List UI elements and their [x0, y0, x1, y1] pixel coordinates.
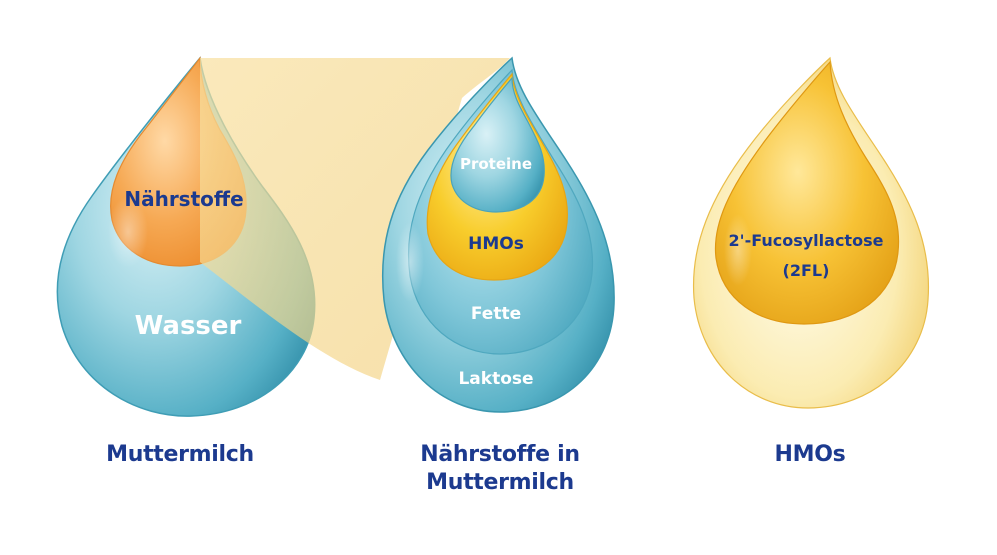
proteine-label: Proteine — [460, 155, 532, 173]
hmos-caption: HMOs — [700, 441, 920, 469]
2fl-label: (2FL) — [783, 261, 830, 280]
fette-label: Fette — [471, 304, 521, 324]
hmo-inner-shape — [715, 62, 898, 324]
nutrients-label: Nährstoffe — [124, 187, 243, 211]
drop-highlight — [396, 222, 424, 302]
naehrstoffe-caption-line1: Nährstoffe in — [380, 441, 620, 469]
drop-highlight — [724, 214, 752, 286]
water-label: Wasser — [135, 311, 242, 341]
muttermilch-caption: Muttermilch — [60, 441, 300, 469]
hmos-layer-label: HMOs — [468, 234, 524, 254]
fucosyllactose-label: 2'-Fucosyllactose — [729, 231, 884, 250]
naehrstoffe-caption: Nährstoffe in Muttermilch — [380, 441, 620, 497]
laktose-label: Laktose — [458, 369, 533, 389]
naehrstoffe-caption-line2: Muttermilch — [380, 469, 620, 497]
proteine-layer — [451, 78, 544, 212]
